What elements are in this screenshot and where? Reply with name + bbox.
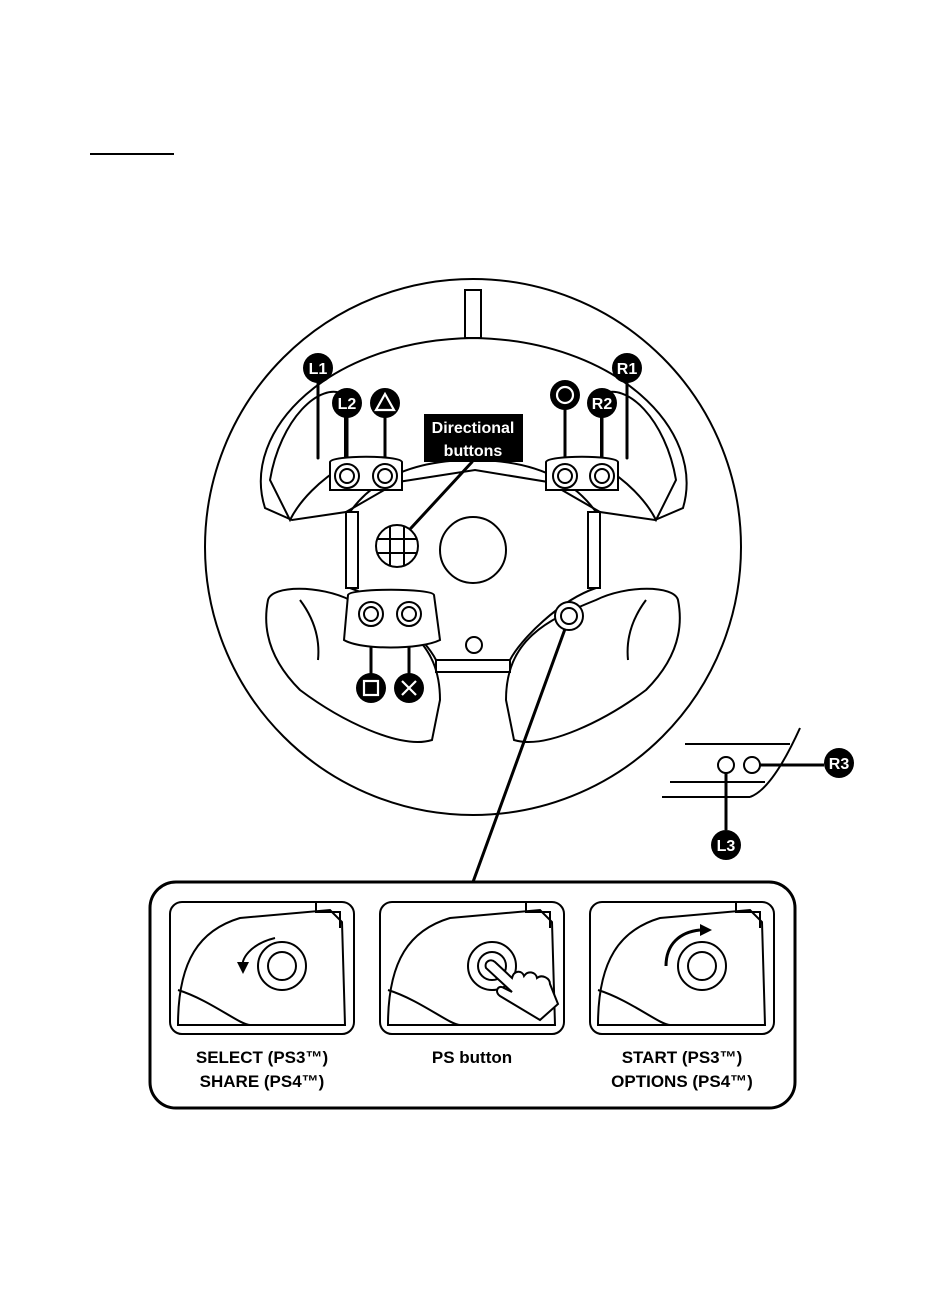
hub-screw bbox=[466, 637, 482, 653]
caption-start-line1: START (PS3™) bbox=[592, 1046, 772, 1070]
caption-ps-line1: PS button bbox=[382, 1046, 562, 1070]
directional-label-line2: buttons bbox=[444, 443, 503, 460]
directional-label-line1: Directional bbox=[432, 420, 515, 437]
caption-ps: PS button bbox=[382, 1046, 562, 1070]
r1-label: R1 bbox=[617, 361, 638, 378]
caption-select-line1: SELECT (PS3™) bbox=[172, 1046, 352, 1070]
caption-start-line2: OPTIONS (PS4™) bbox=[592, 1070, 772, 1094]
dpad-icon bbox=[376, 525, 418, 567]
l2-label: L2 bbox=[338, 396, 357, 413]
wheel-rim-outer bbox=[205, 279, 741, 815]
rim-top-marker bbox=[465, 290, 481, 338]
l1-label: L1 bbox=[309, 361, 328, 378]
caption-start: START (PS3™) OPTIONS (PS4™) bbox=[592, 1046, 772, 1094]
l3-button bbox=[718, 757, 734, 773]
r2-label: R2 bbox=[592, 396, 613, 413]
r3-button bbox=[744, 757, 760, 773]
caption-select: SELECT (PS3™) SHARE (PS4™) bbox=[172, 1046, 352, 1094]
l3-label: L3 bbox=[717, 838, 736, 855]
r3-label: R3 bbox=[829, 756, 850, 773]
caption-select-line2: SHARE (PS4™) bbox=[172, 1070, 352, 1094]
left-paddle bbox=[270, 392, 345, 520]
hub-center bbox=[440, 517, 506, 583]
